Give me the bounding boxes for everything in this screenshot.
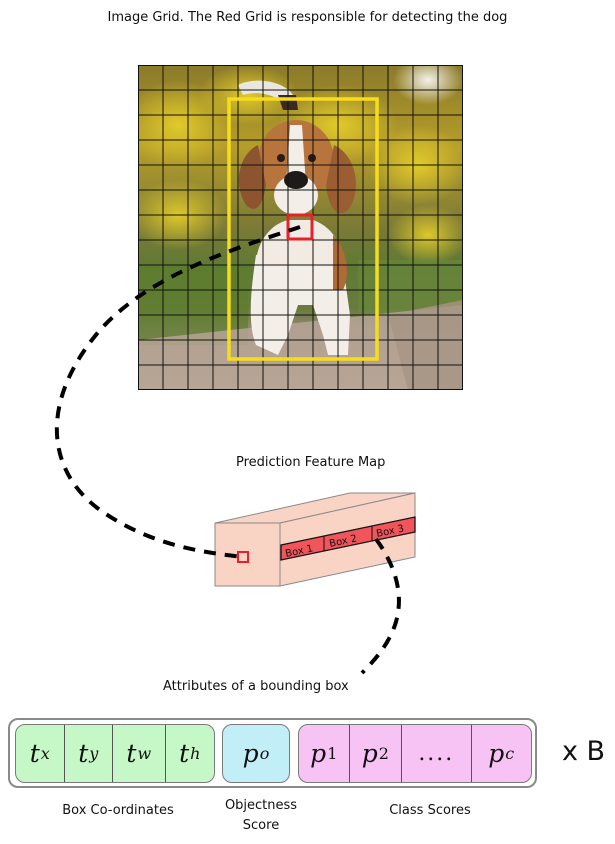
box-1-label: Box 1 [284,543,314,560]
feature-map-label: Prediction Feature Map [236,455,386,470]
box-coordinates-label: Box Co-ordinates [62,803,174,818]
cell-ellipsis: .... [402,725,472,782]
dashed-connector-right [360,537,401,675]
box-2-label: Box 2 [328,533,358,550]
diagram-title: Image Grid. The Red Grid is responsible … [107,10,508,25]
objectness-label-line2: Score [242,818,280,833]
class-scores-label: Class Scores [389,803,471,818]
image-grid-photo [138,65,463,390]
objectness-label: Objectness Score [201,796,321,836]
box-3-label: Box 3 [375,523,405,540]
multiplier-label: x B [562,736,606,767]
attributes-label: Attributes of a bounding box [163,679,349,694]
beagle-photo [138,65,463,390]
anchor-box-band [280,516,416,561]
objectness-label-line1: Objectness [224,798,298,813]
